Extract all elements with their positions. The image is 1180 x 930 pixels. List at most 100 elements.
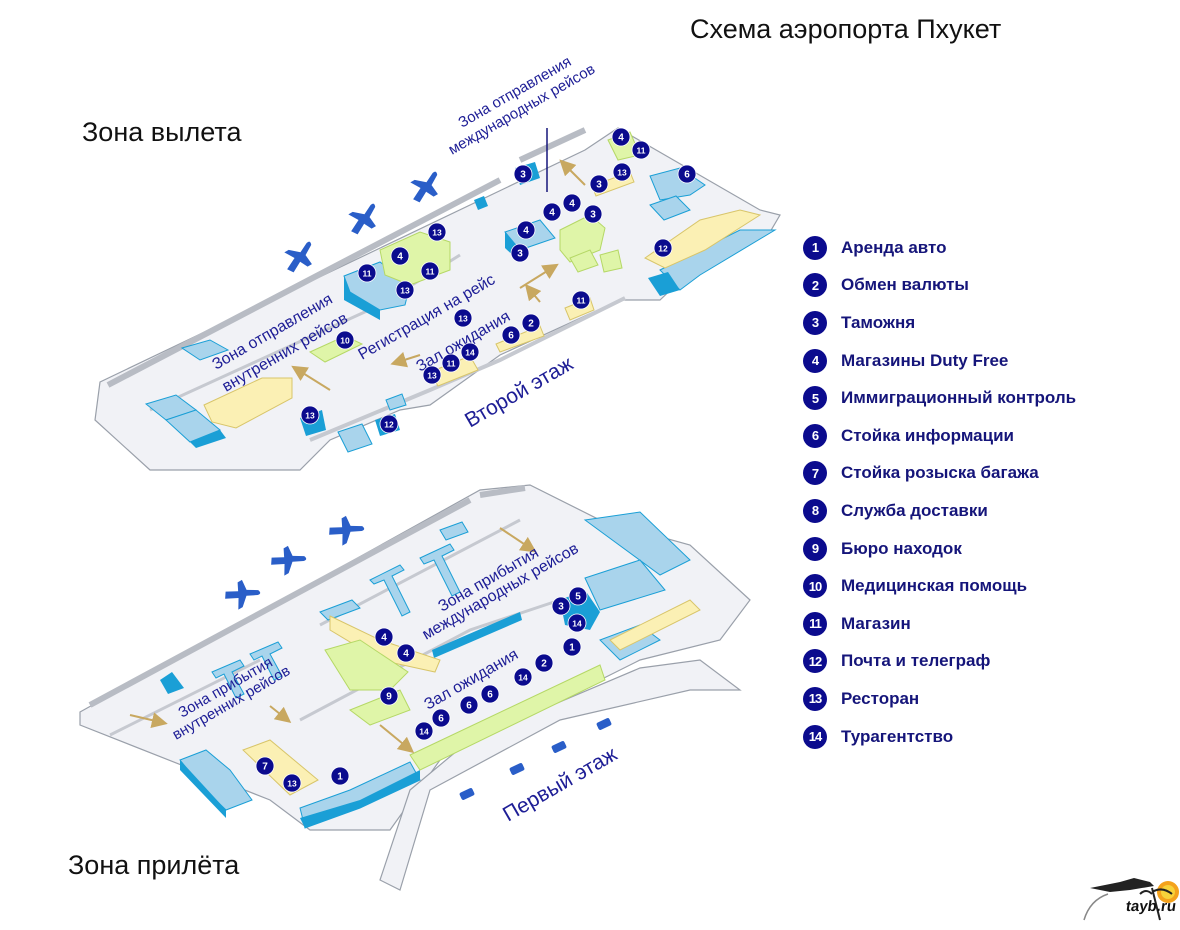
poi-marker-label: 4 [381, 633, 387, 644]
poi-marker-icon[interactable]: 12 [653, 238, 673, 258]
poi-marker-label: 6 [487, 690, 493, 701]
poi-marker-label: 4 [403, 649, 409, 660]
poi-marker-icon[interactable]: 3 [510, 243, 530, 263]
legend-label: Стойка информации [841, 425, 1014, 445]
poi-marker-icon[interactable]: 13 [395, 280, 415, 300]
poi-marker-label: 13 [427, 371, 437, 381]
poi-marker-icon[interactable]: 6 [501, 325, 521, 345]
poi-marker-label: 12 [384, 420, 394, 430]
legend-item: 2 Обмен валюты [803, 267, 1076, 305]
first-floor-name: Первый этаж [499, 743, 621, 827]
poi-marker-label: 11 [426, 267, 435, 277]
second-floor: Зона отправления международных рейсов Зо… [94, 53, 781, 471]
legend-marker-icon: 6 [803, 423, 827, 448]
car-icon [509, 763, 525, 775]
poi-marker-label: 13 [287, 779, 297, 789]
poi-marker-icon[interactable]: 6 [431, 708, 451, 728]
poi-marker-icon[interactable]: 11 [571, 290, 591, 310]
poi-marker-icon[interactable]: 14 [414, 721, 434, 741]
poi-marker-icon[interactable]: 10 [335, 330, 355, 350]
plane-icon [405, 168, 447, 207]
poi-marker-icon[interactable]: 4 [611, 127, 631, 147]
poi-marker-icon[interactable]: 13 [282, 773, 302, 793]
legend-marker-icon: 5 [803, 386, 827, 411]
legend-marker-icon: 4 [803, 348, 827, 373]
poi-marker-icon[interactable]: 13 [612, 162, 632, 182]
legend-marker-icon: 12 [803, 649, 827, 674]
poi-marker-icon[interactable]: 14 [460, 342, 480, 362]
poi-marker-label: 3 [596, 180, 602, 191]
poi-marker-label: 12 [658, 244, 668, 254]
legend-label: Бюро находок [841, 538, 962, 558]
poi-marker-icon[interactable]: 14 [567, 613, 587, 633]
poi-marker-icon[interactable]: 4 [396, 643, 416, 663]
poi-marker-icon[interactable]: 2 [534, 653, 554, 673]
legend-marker-icon: 10 [803, 574, 827, 599]
legend-label: Аренда авто [841, 237, 947, 257]
road [379, 659, 742, 891]
poi-marker-label: 5 [575, 592, 581, 603]
poi-marker-icon[interactable]: 13 [427, 222, 447, 242]
poi-marker-icon[interactable]: 13 [453, 308, 473, 328]
poi-marker-icon[interactable]: 13 [300, 405, 320, 425]
poi-marker-icon[interactable]: 6 [480, 684, 500, 704]
first-floor: Зона прибытия международных рейсов Зона … [79, 484, 751, 891]
legend-label: Почта и телеграф [841, 651, 991, 671]
plane-icon [267, 541, 309, 579]
poi-marker-label: 14 [518, 673, 528, 683]
poi-marker-icon[interactable]: 14 [513, 667, 533, 687]
poi-marker-icon[interactable]: 12 [379, 414, 399, 434]
flow-arrows [129, 527, 537, 754]
poi-marker-label: 13 [617, 168, 627, 178]
legend-label: Ресторан [841, 688, 920, 708]
poi-marker-icon[interactable]: 4 [516, 220, 536, 240]
poi-marker-label: 11 [363, 269, 372, 279]
poi-marker-icon[interactable]: 11 [420, 261, 440, 281]
poi-marker-icon[interactable]: 11 [631, 140, 651, 160]
poi-marker-icon[interactable]: 3 [551, 596, 571, 616]
first-floor-wall-north [88, 485, 526, 708]
poi-marker-label: 7 [262, 762, 268, 773]
poi-marker-icon[interactable]: 6 [677, 164, 697, 184]
poi-marker-label: 11 [577, 296, 586, 306]
poi-marker-icon[interactable]: 9 [379, 686, 399, 706]
poi-marker-label: 11 [447, 359, 456, 369]
poi-marker-icon[interactable]: 7 [255, 756, 275, 776]
poi-marker-label: 13 [432, 228, 442, 238]
poi-marker-icon[interactable]: 4 [542, 202, 562, 222]
legend-item: 6 Стойка информации [803, 417, 1076, 455]
poi-marker-icon[interactable]: 11 [441, 353, 461, 373]
poi-marker-icon[interactable]: 1 [562, 637, 582, 657]
poi-marker-icon[interactable]: 3 [583, 204, 603, 224]
legend-label: Магазины Duty Free [841, 350, 1009, 370]
poi-marker-label: 6 [684, 170, 690, 181]
poi-marker-icon[interactable]: 4 [374, 627, 394, 647]
legend-label: Иммиграционный контроль [841, 388, 1077, 408]
poi-marker-icon[interactable]: 1 [330, 766, 350, 786]
poi-marker-icon[interactable]: 3 [513, 164, 533, 184]
poi-marker-icon[interactable]: 11 [357, 263, 377, 283]
poi-marker-label: 2 [528, 319, 534, 330]
legend-label: Обмен валюты [841, 275, 969, 295]
poi-marker-icon[interactable]: 4 [390, 246, 410, 266]
poi-marker-icon[interactable]: 6 [459, 695, 479, 715]
poi-marker-icon[interactable]: 4 [562, 193, 582, 213]
legend-marker-icon: 2 [803, 273, 827, 298]
poi-marker-label: 10 [340, 336, 350, 346]
poi-marker-icon[interactable]: 3 [589, 174, 609, 194]
poi-marker-icon[interactable]: 13 [422, 365, 442, 385]
poi-marker-label: 1 [337, 772, 343, 783]
poi-marker-label: 1 [569, 643, 575, 654]
poi-marker-icon[interactable]: 2 [521, 313, 541, 333]
legend-item: 5 Иммиграционный контроль [803, 379, 1076, 417]
legend-marker-icon: 1 [803, 235, 827, 260]
poi-marker-label: 9 [386, 692, 392, 703]
legend-label: Таможня [841, 312, 916, 332]
car-icon [551, 741, 567, 753]
poi-marker-icon[interactable]: 5 [568, 586, 588, 606]
poi-marker-label: 3 [520, 170, 526, 181]
